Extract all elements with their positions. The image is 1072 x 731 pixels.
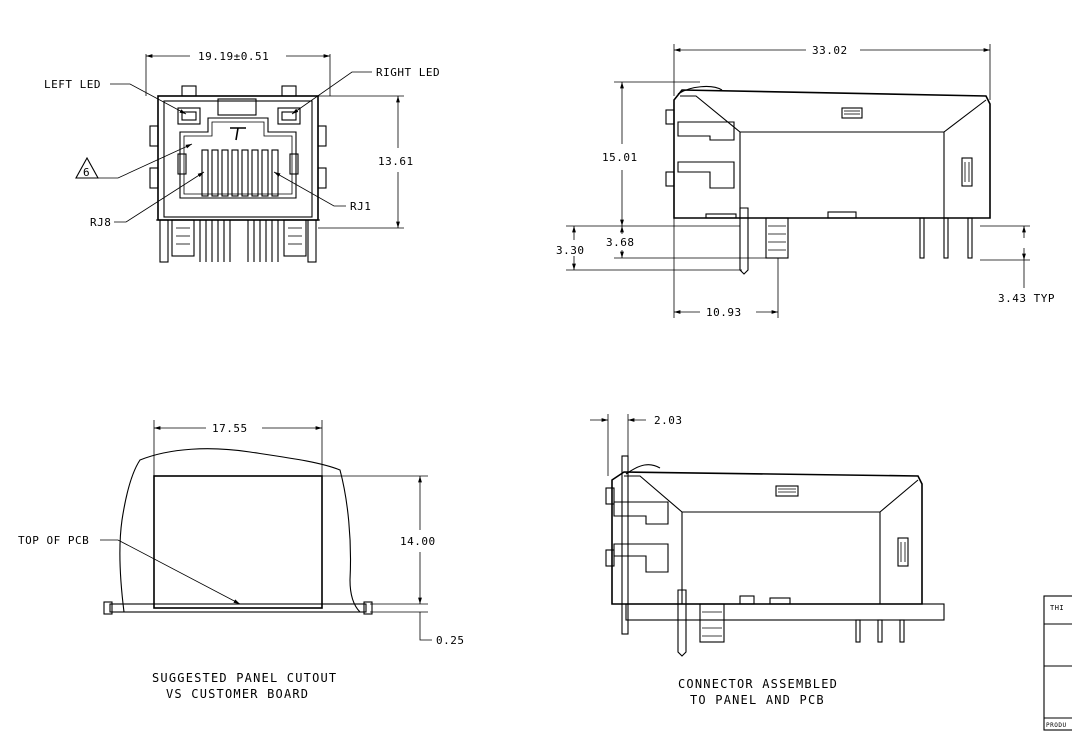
dim-343-typ: 3.43 TYP (998, 292, 1055, 305)
top-of-pcb-label: TOP OF PCB (18, 534, 89, 547)
cutout-height-dim: 14.00 (400, 535, 436, 548)
left-led-label: LEFT LED (44, 78, 101, 91)
panel-thickness-dim: 2.03 (654, 414, 683, 427)
front-width-dim: 19.19±0.51 (198, 50, 269, 63)
title-block-row4: PRODU (1046, 722, 1067, 729)
title-block-row1: THI (1050, 604, 1064, 612)
side-length-dim: 33.02 (812, 44, 848, 57)
rj8-label: RJ8 (90, 216, 111, 229)
cutout-view: 17.55 14.00 0.25 TOP OF PCB SUGGESTED PA… (18, 420, 465, 701)
dim-1093: 10.93 (706, 306, 742, 319)
offset-dim: 0.25 (436, 634, 465, 647)
dim-368: 3.68 (606, 236, 635, 249)
cutout-width-dim: 17.55 (212, 422, 248, 435)
rj1-label: RJ1 (350, 200, 371, 213)
dim-330: 3.30 (556, 244, 585, 257)
side-height-dim: 15.01 (602, 151, 638, 164)
front-height-dim: 13.61 (378, 155, 414, 168)
assembled-caption-1: CONNECTOR ASSEMBLED (678, 677, 838, 691)
side-view: 33.02 15.01 3.30 3.68 10.93 3.43 TYP (556, 44, 1055, 319)
cutout-caption-2: VS CUSTOMER BOARD (166, 687, 309, 701)
assembled-caption-2: TO PANEL AND PCB (690, 693, 825, 707)
note-number: 6 (83, 166, 90, 179)
assembled-view: 2.03 CONNECTOR ASSEMBLED TO PANEL AND PC… (590, 414, 945, 707)
note-triangle-icon (75, 156, 99, 179)
title-block: THI PRODU (1043, 595, 1072, 731)
cutout-caption-1: SUGGESTED PANEL CUTOUT (152, 671, 337, 685)
right-led-label: RIGHT LED (376, 66, 440, 79)
front-view: 19.19±0.51 13.61 LEFT LED RIGHT LED 6 RJ… (44, 50, 440, 263)
